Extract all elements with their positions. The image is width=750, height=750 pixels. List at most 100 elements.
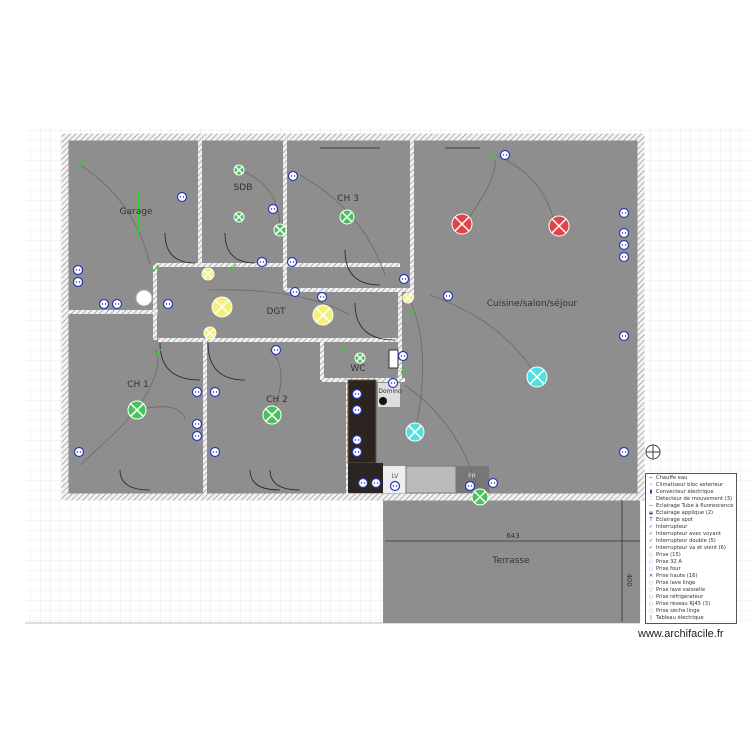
legend-item-label: Détecteur de mouvement (3) (656, 496, 733, 502)
socket-icon (351, 404, 363, 416)
socket-pin (621, 256, 624, 258)
switch-icon (408, 309, 416, 318)
socket-ring (351, 404, 363, 416)
legend-item-label: Chauffe eau (656, 475, 688, 481)
legend-item: ◌Prise sèche linge (648, 608, 734, 615)
ceiling-light-yellow-icon (211, 296, 233, 318)
socket-pin (505, 154, 508, 156)
doors (119, 147, 480, 491)
socket-pin (403, 355, 406, 357)
legend-item: ⌁Chauffe eau (648, 475, 734, 482)
socket-icon (357, 477, 369, 489)
socket-pin (502, 154, 505, 156)
lv-label: LV (392, 473, 400, 480)
light-cross (355, 353, 365, 363)
legend-item: ◌Prise réseau RJ45 (3) (648, 601, 734, 608)
ceiling-light-green-icon (127, 400, 147, 420)
socket-icon (499, 149, 511, 161)
socket-pin (197, 391, 200, 393)
door-swing (164, 232, 196, 264)
socket-pin (259, 261, 262, 263)
legend-item-label: Convecteur électrique (656, 489, 714, 495)
electrical-wire (79, 164, 151, 266)
socket-ring (398, 273, 410, 285)
socket-pin (273, 349, 276, 351)
light-cross (551, 218, 567, 234)
terrasse-floor (383, 497, 640, 623)
legend-item-label: Prise four (656, 566, 681, 572)
socket-icon (98, 298, 110, 310)
room-label-wc: WC (350, 364, 365, 374)
socket-pin (363, 482, 366, 484)
socket-icon (398, 273, 410, 285)
washing-machine-socket-icon: ◌ (648, 580, 654, 586)
socket-pin (621, 232, 624, 234)
socket-pin (624, 212, 627, 214)
socket-pin (75, 281, 78, 283)
light-cross (234, 165, 244, 175)
wall-light-icon: ◒ (648, 510, 654, 516)
socket-pin (212, 391, 215, 393)
room-label-ch2: CH 2 (266, 395, 288, 405)
socket-pin (401, 278, 404, 280)
footer-site-link[interactable]: www.archifacile.fr (638, 628, 724, 640)
legend-item-label: Eclairage applique (2) (656, 510, 714, 516)
switch-icon (488, 151, 496, 160)
light-cross (473, 490, 487, 504)
socket-pin (493, 482, 496, 484)
light-cross (315, 307, 331, 323)
motion-detector-icon: ⁚ (650, 496, 652, 502)
socket-icon (286, 256, 298, 268)
legend-item-label: Eclairage spot (656, 517, 693, 523)
socket-pin (168, 303, 171, 305)
switch-icon (229, 263, 237, 272)
socket-ring (499, 149, 511, 161)
legend-item: ◌Prise four (648, 566, 734, 573)
ceiling-light-yellow-icon (201, 267, 215, 281)
room-label-dgt: DGT (266, 307, 286, 317)
outer-wall (61, 133, 645, 501)
socket-icon (351, 434, 363, 446)
socket-pin (182, 196, 185, 198)
room-label-ch3: CH 3 (337, 194, 359, 204)
light-cross (341, 211, 353, 223)
ceiling-light-green-icon (339, 209, 355, 225)
socket-pin (194, 391, 197, 393)
socket-icon (464, 480, 476, 492)
sink-cabinet (405, 465, 457, 494)
socket-pin (179, 196, 182, 198)
legend-item: ⁚ Détecteur de mouvement (3) (648, 496, 734, 503)
socket-icon (209, 386, 221, 398)
ceiling-light-green-icon (354, 352, 366, 364)
socket-icon (191, 418, 203, 430)
room-label-cuisine: Cuisine/salon/séjour (487, 298, 578, 309)
door-swing (354, 302, 396, 341)
legend-item: ✓Interrupteur avec voyant (648, 531, 734, 538)
room-label-garage: Garage (120, 207, 153, 217)
socket-icon (111, 298, 123, 310)
ac-unit-icon: ⁘ (648, 482, 654, 488)
socket-pin (392, 485, 395, 487)
socket-pin (445, 295, 448, 297)
socket-pin (322, 296, 325, 298)
socket-ring (72, 276, 84, 288)
room-label-sdb: SDB (234, 183, 253, 193)
legend-item: ✕Prise haute (16) (648, 573, 734, 580)
socket-pin (292, 261, 295, 263)
ceiling-light-green-icon (273, 223, 287, 237)
socket-ring (370, 477, 382, 489)
socket-pin (79, 451, 82, 453)
switch-icon (76, 161, 84, 170)
switch-icon (339, 344, 347, 353)
ceiling-light-red-icon (548, 215, 570, 237)
socket-ring (442, 290, 454, 302)
socket-icon (618, 251, 630, 263)
socket-ring (387, 377, 399, 389)
socket-pin (293, 175, 296, 177)
socket-ring (72, 264, 84, 276)
socket-icon (289, 286, 301, 298)
socket-ring (351, 434, 363, 446)
socket-icon (618, 227, 630, 239)
socket-ring (162, 298, 174, 310)
